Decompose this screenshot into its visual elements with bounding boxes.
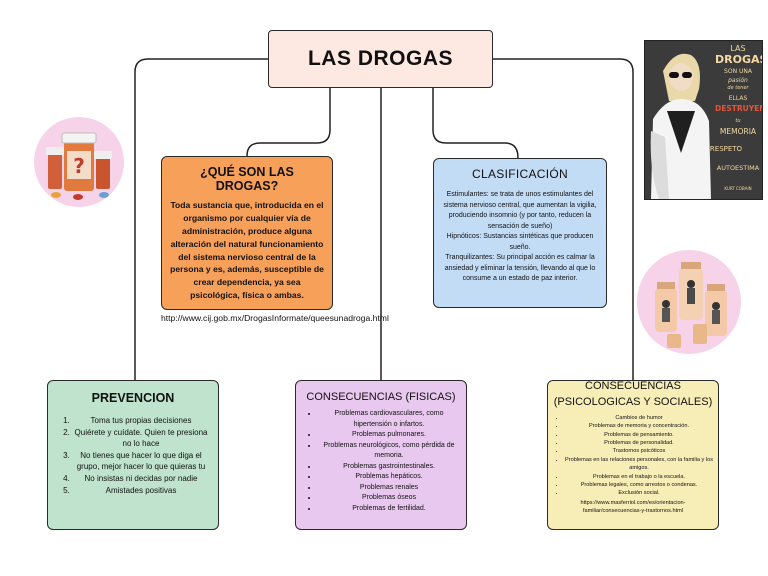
- clasificacion-hipnoticos: Hipnóticos: Sustancias sintéticas que pr…: [446, 233, 594, 251]
- que-son-box: ¿QUÉ SON LAS DROGAS? Toda sustancia que,…: [161, 156, 333, 310]
- people-in-bottles-illustration: [637, 250, 741, 354]
- poster-text: MEMORIA: [719, 127, 757, 136]
- poster-text: pasión: [728, 77, 748, 84]
- prevencion-list: Toma tus propias decisiones Quiérete y c…: [56, 415, 210, 496]
- list-item: Problemas hepáticos.: [318, 472, 460, 483]
- list-item: Problemas neurológicos, como pérdida de …: [318, 441, 460, 462]
- list-item: Problemas de fertilidad.: [318, 504, 460, 515]
- consecuencias-psicologicas-list: Cambios de humor Problemas de memoria y …: [553, 414, 713, 498]
- consecuencias-fisicas-heading: CONSECUENCIAS (FISICAS): [306, 391, 456, 403]
- poster-text: RESPETO: [709, 145, 743, 153]
- poster-text: DESTRUYEN: [715, 104, 763, 113]
- list-item: Amistades positivas: [72, 485, 210, 497]
- prevencion-heading: PREVENCION: [91, 391, 175, 405]
- poster-text: de tener: [727, 85, 749, 91]
- poster-text: SON UNA: [724, 68, 752, 75]
- list-item: Problemas pulmonares.: [318, 430, 460, 441]
- list-item: Problemas cardiovasculares, como hiperte…: [318, 409, 460, 430]
- list-item: Cambios de humor: [565, 414, 713, 422]
- list-item: Problemas en las relaciones personales, …: [565, 456, 713, 473]
- people-bottles-icon: [655, 262, 727, 348]
- prevencion-box: PREVENCION Toma tus propias decisiones Q…: [47, 380, 219, 530]
- pill-bottles-icon: ?: [46, 132, 112, 200]
- pill-bottles-illustration: ?: [34, 117, 124, 207]
- list-item: Trastornos psicóticos: [565, 447, 713, 455]
- list-item: Exclusión social.: [565, 489, 713, 497]
- poster-illustration: LAS DROGAS SON UNA pasión de tener ELLAS…: [644, 40, 763, 200]
- consecuencias-psicologicas-box: CONSECUENCIAS (PSICOLOGICAS Y SOCIALES) …: [547, 380, 719, 530]
- title-box: LAS DROGAS: [268, 30, 493, 88]
- list-item: Problemas óseos: [318, 493, 460, 504]
- que-son-body: Toda sustancia que, introducida en el or…: [170, 200, 324, 301]
- consecuencias-fisicas-list: Problemas cardiovasculares, como hiperte…: [302, 409, 460, 514]
- poster-text: AUTOESTIMA: [716, 164, 760, 172]
- list-item: Problemas legales, como arrestos o conde…: [565, 481, 713, 489]
- clasificacion-estimulantes: Estimulantes: se trata de unos estimulan…: [443, 191, 597, 230]
- list-item: Problemas gastrointestinales.: [318, 462, 460, 473]
- clasificacion-tranquilizantes: Tranquilizantes: Su principal acción es …: [444, 254, 596, 282]
- poster-figure-icon: [645, 41, 762, 199]
- clasificacion-heading: CLASIFICACIÓN: [472, 167, 568, 181]
- list-item: Problemas renales: [318, 483, 460, 494]
- list-item: Toma tus propias decisiones: [72, 415, 210, 427]
- line-to-clasificacion: [432, 88, 519, 159]
- list-item: Problemas de personalidad.: [565, 439, 713, 447]
- line-to-prevencion: [134, 58, 268, 380]
- consecuencias-fisicas-box: CONSECUENCIAS (FISICAS) Problemas cardio…: [295, 380, 467, 530]
- line-to-psicologicas: [493, 58, 634, 380]
- consecuencias-source-link[interactable]: https://www.masferriol.com/es/orientacio…: [580, 499, 686, 515]
- list-item: Problemas de pensamiento.: [565, 431, 713, 439]
- line-to-que-son: [246, 88, 331, 157]
- poster-text: DROGAS: [715, 53, 763, 66]
- list-item: No insistas ni decidas por nadie: [72, 473, 210, 485]
- consecuencias-psicologicas-heading: CONSECUENCIAS (PSICOLOGICAS Y SOCIALES): [553, 380, 713, 408]
- svg-text:?: ?: [73, 154, 85, 178]
- poster-text: tu: [735, 118, 741, 124]
- list-item: Quiérete y cuídate. Quien te presiona no…: [72, 427, 210, 450]
- list-item: Problemas de memoria y concentración.: [565, 422, 713, 430]
- poster-text: ELLAS: [728, 95, 748, 102]
- page-title: LAS DROGAS: [307, 47, 453, 70]
- list-item: No tienes que hacer lo que diga el grupo…: [72, 450, 210, 473]
- poster-text: LAS: [730, 44, 746, 53]
- que-son-source-link[interactable]: http://www.cij.gob.mx/DrogasInformate/qu…: [161, 313, 389, 323]
- que-son-heading: ¿QUÉ SON LAS DROGAS?: [200, 165, 294, 193]
- list-item: Problemas en el trabajo o la escuela.: [565, 473, 713, 481]
- clasificacion-box: CLASIFICACIÓN Estimulantes: se trata de …: [433, 158, 607, 308]
- poster-text: KURT COBAIN: [724, 186, 752, 191]
